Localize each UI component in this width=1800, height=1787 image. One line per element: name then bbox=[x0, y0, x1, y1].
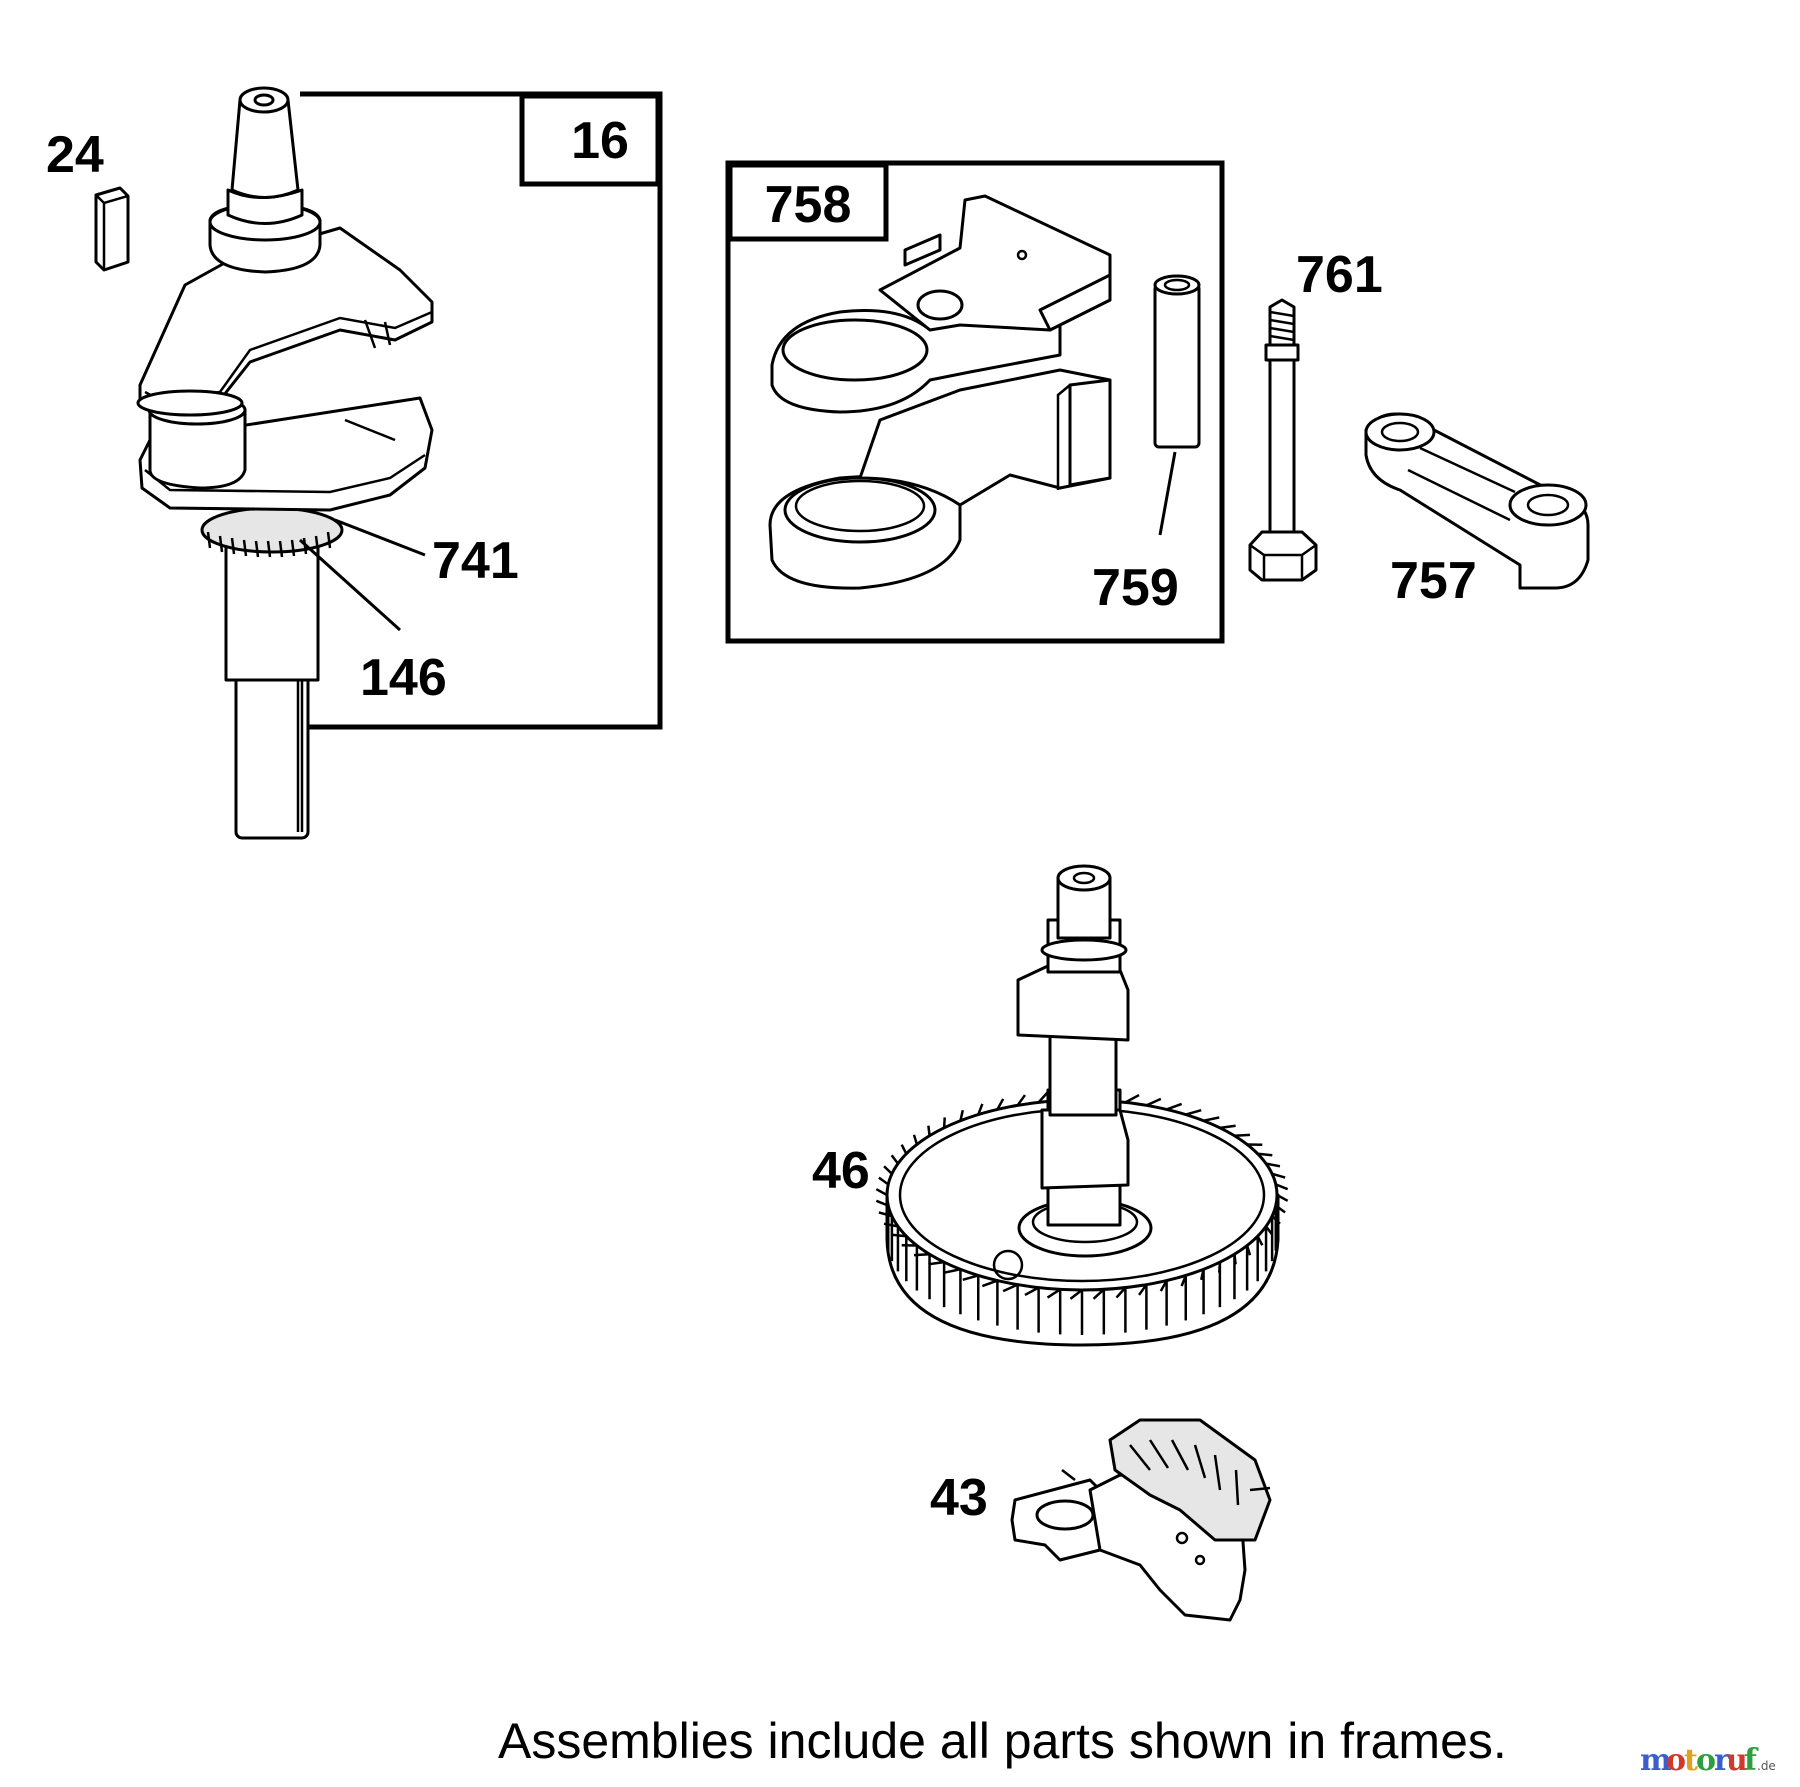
label-24: 24 bbox=[46, 126, 104, 184]
lifter-frame bbox=[725, 160, 1225, 644]
watermark-suffix: .de bbox=[1757, 1759, 1776, 1773]
label-757: 757 bbox=[1390, 552, 1477, 610]
assemblies-footnote: Assemblies include all parts shown in fr… bbox=[498, 1713, 1507, 1769]
screw-part bbox=[1248, 298, 1318, 582]
crankshaft-taper bbox=[230, 98, 300, 199]
crankshaft-frame-label-box bbox=[519, 93, 661, 187]
watermark-letter: u bbox=[1726, 1743, 1748, 1778]
label-741: 741 bbox=[432, 532, 519, 590]
pin-part bbox=[1153, 274, 1201, 536]
governor-part bbox=[1010, 1418, 1272, 1622]
watermark-letter: f bbox=[1744, 1743, 1759, 1778]
crankshaft-frame bbox=[300, 91, 663, 730]
label-46: 46 bbox=[812, 1142, 870, 1200]
crank-pin bbox=[148, 408, 247, 490]
lifter-frame-label-box bbox=[727, 162, 889, 242]
crankshaft-assembly: 16 24 bbox=[46, 86, 663, 840]
label-146: 146 bbox=[360, 649, 447, 707]
lifter-assembly: 758 759 bbox=[725, 160, 1225, 644]
label-759: 759 bbox=[1092, 559, 1179, 617]
watermark-letter: t bbox=[1684, 1743, 1698, 1778]
label-758: 758 bbox=[765, 176, 852, 234]
camshaft-part bbox=[875, 864, 1289, 1347]
watermark-letter: r bbox=[1714, 1743, 1731, 1778]
watermark-letter: o bbox=[1696, 1743, 1716, 1778]
leader-146 bbox=[298, 538, 402, 632]
crank-gear bbox=[200, 506, 344, 558]
link-part bbox=[1364, 412, 1590, 590]
watermark-letter: o bbox=[1666, 1743, 1686, 1778]
leader-741 bbox=[334, 518, 426, 557]
label-43: 43 bbox=[930, 1469, 988, 1527]
crankshaft-journal bbox=[224, 543, 320, 682]
label-16: 16 bbox=[571, 112, 629, 170]
label-761: 761 bbox=[1296, 246, 1383, 304]
watermark-letter: m bbox=[1640, 1743, 1672, 1778]
key-part bbox=[94, 186, 130, 272]
